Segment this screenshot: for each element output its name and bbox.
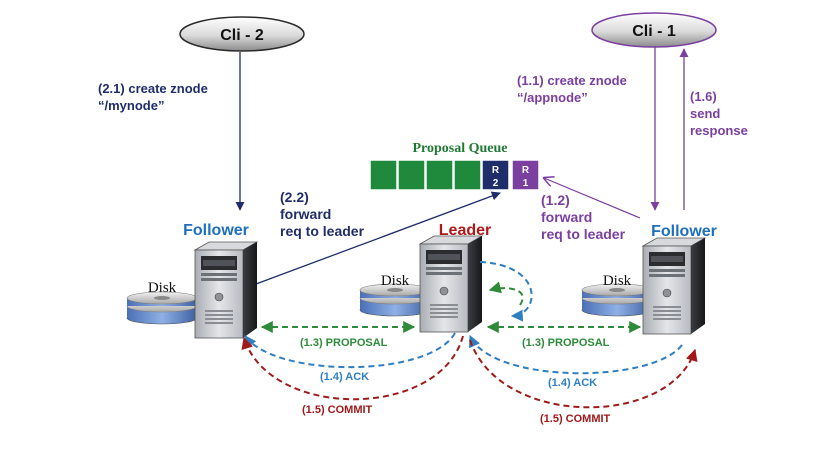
queue-slots bbox=[369, 159, 540, 191]
role-follower-left: Follower bbox=[183, 222, 249, 239]
queue-slot-r2 bbox=[481, 159, 510, 191]
client-cli2: Cli - 2 bbox=[179, 16, 305, 52]
step-1-1-line1: (1.1) create znode bbox=[517, 73, 627, 88]
step-2-2-line3: req to leader bbox=[280, 223, 365, 239]
step-1-2-line3: req to leader bbox=[541, 226, 626, 242]
label-proposal-left: (1.3) PROPOSAL bbox=[300, 337, 388, 349]
step-2-2-label: (2.2) forward req to leader bbox=[280, 189, 365, 239]
cli1-label: Cli - 1 bbox=[632, 23, 676, 40]
step-1-6-line2: send bbox=[690, 106, 720, 121]
step-1-2-line2: forward bbox=[541, 209, 592, 225]
queue-r2-letter: R bbox=[492, 165, 500, 176]
step-1-6-line3: response bbox=[690, 123, 748, 138]
step-1-1-line2: “/appnode” bbox=[517, 90, 588, 105]
arrow-follower-forward-right bbox=[544, 178, 641, 219]
role-follower-right: Follower bbox=[651, 223, 717, 240]
step-1-2-label: (1.2) forward req to leader bbox=[541, 192, 626, 242]
arrow-ack-right bbox=[469, 334, 683, 375]
step-2-2-line1: (2.2) bbox=[280, 189, 309, 205]
label-commit-left: (1.5) COMMIT bbox=[302, 404, 373, 416]
step-1-1-label: (1.1) create znode “/appnode” bbox=[517, 73, 627, 105]
request-arrows bbox=[235, 47, 689, 285]
step-2-2-line2: forward bbox=[280, 206, 331, 222]
disk-middle-label: Disk bbox=[381, 273, 410, 289]
step-1-2-line1: (1.2) bbox=[541, 192, 570, 208]
step-1-6-line1: (1.6) bbox=[690, 89, 717, 104]
queue-slot-empty bbox=[397, 159, 426, 191]
arrow-commit-left bbox=[241, 335, 464, 401]
step-2-1-label: (2.1) create znode “/mynode” bbox=[98, 81, 208, 113]
label-ack-left: (1.4) ACK bbox=[320, 371, 369, 383]
proposal-queue-title: Proposal Queue bbox=[412, 141, 507, 156]
disk-left-label: Disk bbox=[148, 280, 177, 296]
queue-slot-empty bbox=[453, 159, 482, 191]
arrow-follower-forward-left bbox=[255, 191, 501, 285]
cli2-label: Cli - 2 bbox=[220, 27, 264, 44]
server-follower-left bbox=[193, 241, 259, 339]
disk-left: Disk bbox=[126, 280, 198, 325]
queue-slot-r1 bbox=[511, 159, 540, 191]
disk-right-label: Disk bbox=[603, 273, 632, 289]
disk-right: Disk bbox=[581, 273, 653, 317]
step-2-1-line1: (2.1) create znode bbox=[98, 81, 208, 96]
label-ack-right: (1.4) ACK bbox=[548, 377, 597, 389]
label-commit-right: (1.5) COMMIT bbox=[540, 413, 611, 425]
server-leader bbox=[418, 235, 484, 333]
leader-self-loop-ack bbox=[479, 261, 533, 322]
queue-slot-empty bbox=[425, 159, 454, 191]
server-follower-right bbox=[641, 237, 707, 335]
proposal-queue: Proposal Queue R 2 R 1 bbox=[369, 141, 540, 191]
role-leader: Leader bbox=[439, 222, 491, 239]
step-1-6-label: (1.6) send response bbox=[690, 89, 748, 138]
disk-middle: Disk bbox=[359, 273, 431, 317]
label-proposal-right: (1.3) PROPOSAL bbox=[522, 337, 610, 349]
step-2-1-line2: “/mynode” bbox=[98, 98, 164, 113]
queue-r1-letter: R bbox=[522, 165, 530, 176]
leader-self-loop-proposal bbox=[488, 281, 524, 306]
arrow-ack-left bbox=[244, 332, 456, 369]
queue-r1-number: 1 bbox=[523, 178, 529, 189]
client-cli1: Cli - 1 bbox=[591, 12, 717, 48]
queue-r2-number: 2 bbox=[493, 178, 499, 189]
arrow-commit-right bbox=[469, 339, 698, 409]
queue-slot-empty bbox=[369, 159, 398, 191]
